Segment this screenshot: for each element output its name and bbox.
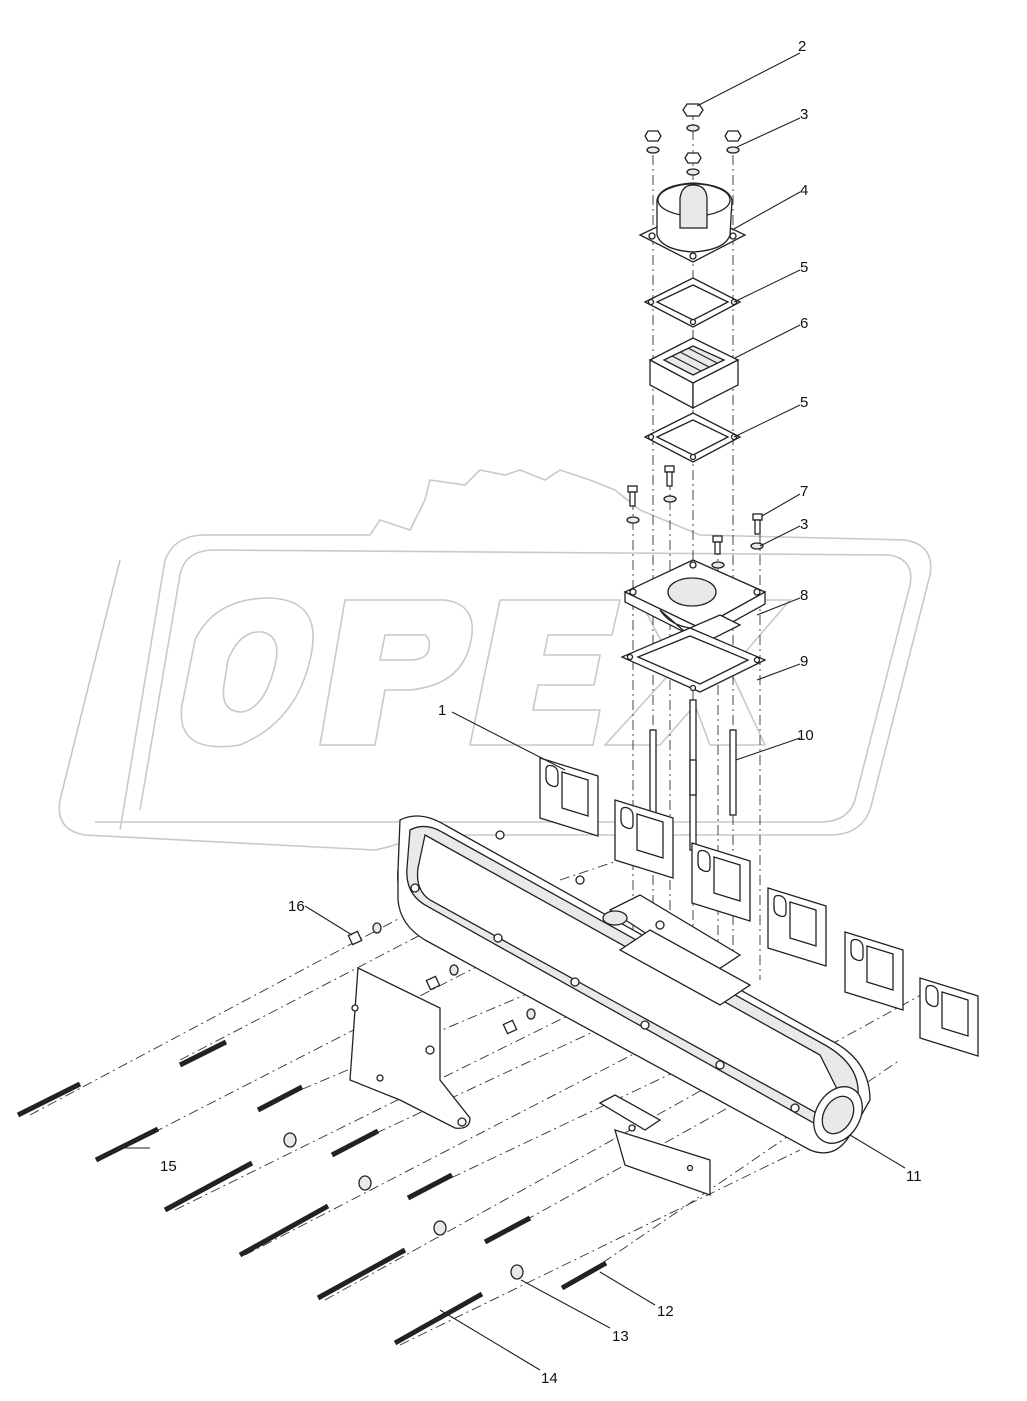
flange-gasket — [620, 627, 767, 693]
callout-14: 14 — [541, 1370, 558, 1387]
air-cover-housing — [638, 182, 747, 263]
callout-3b: 3 — [800, 516, 808, 533]
gasket-lower — [643, 412, 742, 463]
gasket-upper — [643, 277, 742, 328]
long-bolts — [16, 1039, 608, 1346]
adapter-flange — [623, 559, 767, 646]
filter-element — [648, 337, 740, 410]
bolts-and-washers-mid — [626, 465, 764, 569]
leader-lines — [125, 52, 906, 1371]
callout-labels: 2 3 4 5 6 5 7 3 8 9 1 10 16 11 15 12 13 … — [160, 38, 922, 1387]
callout-7: 7 — [800, 483, 808, 500]
callout-13: 13 — [612, 1328, 629, 1345]
callout-12: 12 — [657, 1303, 674, 1320]
callout-8: 8 — [800, 587, 808, 604]
callout-10: 10 — [797, 727, 814, 744]
callout-4: 4 — [800, 182, 808, 199]
callout-6: 6 — [800, 315, 808, 332]
callout-9: 9 — [800, 653, 808, 670]
callout-1: 1 — [438, 702, 446, 719]
bracket — [598, 1094, 711, 1196]
callout-15: 15 — [160, 1158, 177, 1175]
port-gaskets — [539, 757, 979, 1057]
callout-5: 5 — [800, 259, 808, 276]
cover-plate — [349, 966, 471, 1129]
callout-2: 2 — [798, 38, 806, 55]
small-bolts — [347, 922, 536, 1035]
callout-16: 16 — [288, 898, 305, 915]
callout-3: 3 — [800, 106, 808, 123]
nut-top — [644, 103, 742, 176]
intake-manifold — [397, 815, 871, 1154]
callout-11: 11 — [906, 1168, 922, 1185]
callout-5b: 5 — [800, 394, 808, 411]
watermark-logo — [58, 469, 932, 851]
